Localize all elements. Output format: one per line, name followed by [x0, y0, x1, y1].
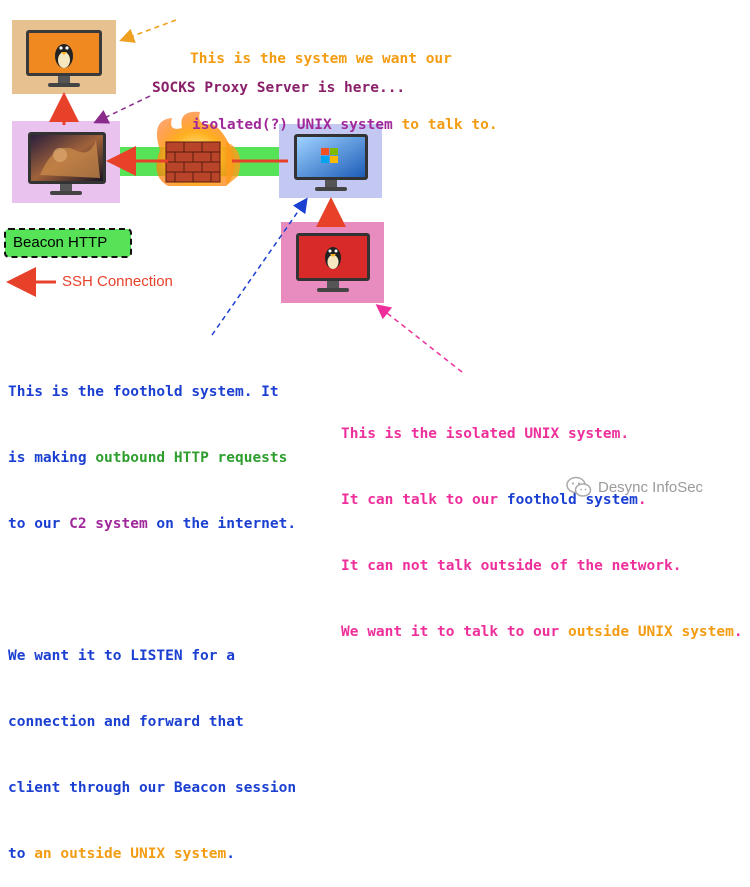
dragon-art [40, 140, 100, 178]
diagram-canvas [4, 19, 463, 373]
foothold-note-line5: We want it to LISTEN for a [8, 648, 235, 664]
isolated-note-line2-end: . [637, 492, 647, 508]
foothold-note-c2: C2 system [69, 516, 148, 532]
foothold-note-line3: to our [8, 516, 70, 532]
isolated-note-line1: This is the isolated UNIX system. [341, 426, 630, 442]
foothold-note-line1: This is the foothold system. It [8, 384, 279, 400]
socks-note: SOCKS Proxy Server is here... [152, 80, 406, 96]
isolated-note-line2: It can talk to our [341, 492, 507, 508]
note-arrow-outside [119, 19, 177, 43]
foothold-note-line3-end: on the internet. [147, 516, 297, 532]
outside-unix-monitor [12, 20, 116, 94]
foothold-note-line6: connection and forward that [8, 714, 244, 730]
windows-logo-icon [321, 148, 338, 163]
note-arrow-socks [93, 95, 151, 124]
isolated-note-line4: We want it to talk to our [341, 624, 568, 640]
foothold-note-outbound: outbound HTTP requests [95, 450, 288, 466]
watermark: Desync InfoSec [566, 476, 703, 498]
isolated-note-line4-end: . [733, 624, 743, 640]
isolated-unix-monitor [281, 222, 384, 303]
foothold-note-outside: an outside UNIX system [34, 846, 227, 862]
isolated-note-line3: It can not talk outside of the network. [341, 558, 682, 574]
legend-beacon-label: Beacon HTTP [13, 234, 108, 251]
outside-system-note: This is the system we want our isolated(… [190, 4, 498, 158]
firewall-icon [156, 111, 241, 186]
note-arrow-isolated [375, 304, 463, 373]
foothold-monitor [279, 124, 382, 198]
foothold-note-line8: to [8, 846, 35, 862]
tux-icon [55, 44, 73, 68]
isolated-note: This is the isolated UNIX system. It can… [341, 379, 743, 665]
watermark-text: Desync InfoSec [598, 478, 704, 496]
legend-beacon-swatch [4, 228, 132, 258]
outside-note-line1: This is the system we want our [190, 51, 452, 67]
foothold-note-line2: is making [8, 450, 96, 466]
note-arrow-foothold [211, 197, 308, 336]
foothold-note-line7: client through our Beacon session [8, 780, 297, 796]
outside-note-line2: to talk to. [392, 117, 498, 133]
isolated-note-outside: outside UNIX system [567, 624, 734, 640]
isolated-note-foothold: foothold system [506, 492, 638, 508]
tux-icon [325, 247, 341, 269]
socks-server-monitor [12, 121, 120, 203]
foothold-note-line8-end: . [226, 846, 235, 862]
foothold-note: This is the foothold system. It is makin… [8, 337, 296, 887]
outside-note-highlight: isolated(?) UNIX system [192, 117, 393, 133]
legend-ssh-label: SSH Connection [62, 273, 173, 290]
wechat-icon [566, 476, 592, 497]
